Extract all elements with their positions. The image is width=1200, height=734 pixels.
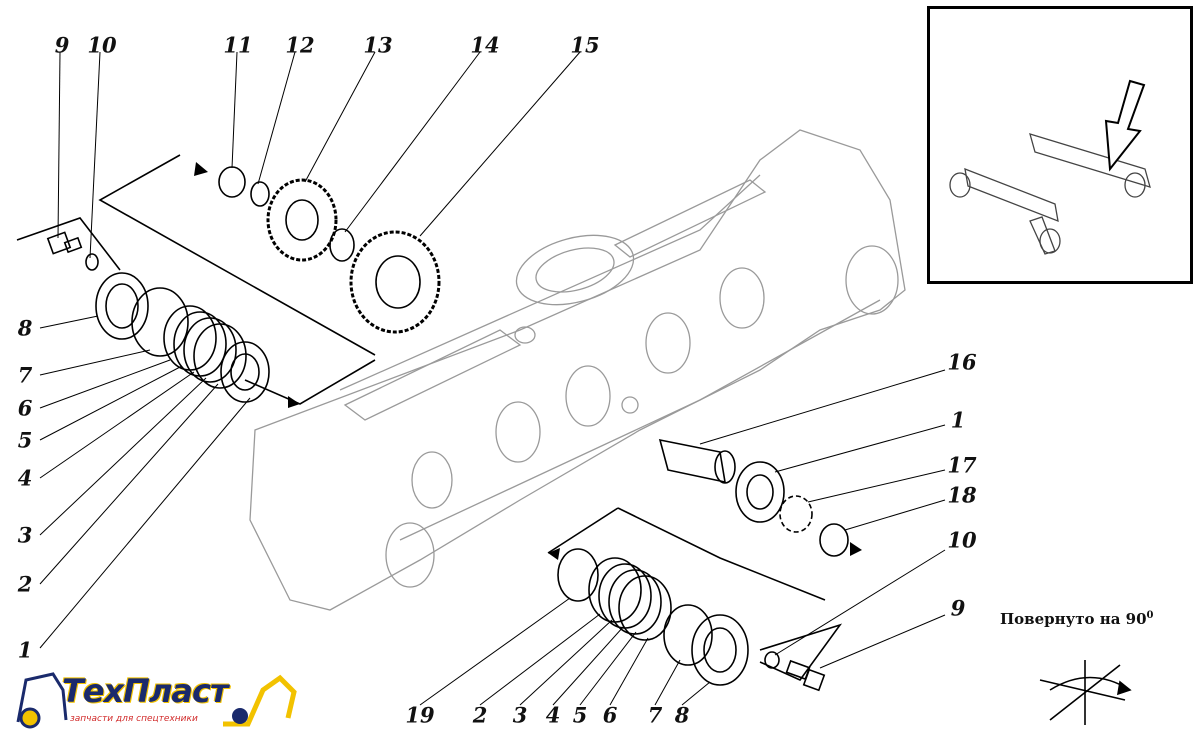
callout-9-lower: 9	[950, 595, 966, 621]
callout-14: 14	[470, 32, 500, 58]
callout-15: 15	[570, 32, 600, 58]
assembly-brackets	[16, 154, 843, 681]
callout-1-left: 1	[17, 637, 33, 663]
leader-lines	[39, 51, 946, 706]
rotation-symbol	[1039, 660, 1132, 725]
callout-3-left: 3	[17, 522, 33, 548]
callout-2-left: 2	[17, 571, 33, 597]
axle-housing	[249, 129, 906, 611]
techplast-logo	[16, 672, 297, 729]
inset-arrow	[1104, 79, 1146, 172]
callout-19: 19	[405, 702, 435, 728]
logo-tagline: запчасти для спецтехники	[70, 714, 198, 724]
callout-8-bottom: 8	[674, 702, 690, 728]
parts-lower	[557, 438, 849, 692]
callout-2-bottom: 2	[472, 702, 488, 728]
callout-16: 16	[947, 349, 977, 375]
callout-11: 11	[223, 32, 253, 58]
callout-18: 18	[947, 482, 977, 508]
callout-3-bottom: 3	[512, 702, 528, 728]
rotation-note: Повернуто на 900	[1000, 610, 1154, 628]
bracket-arrows	[194, 162, 862, 560]
orientation-inset	[927, 6, 1193, 284]
callout-5-bottom: 5	[572, 702, 588, 728]
callout-10-lower: 10	[947, 527, 977, 553]
callout-17: 17	[947, 452, 977, 478]
callout-9-upper: 9	[54, 32, 70, 58]
callout-10-upper: 10	[87, 32, 117, 58]
callout-4-left: 4	[17, 465, 33, 491]
callout-6-left: 6	[17, 395, 33, 421]
callout-8-left: 8	[17, 315, 33, 341]
inset-drawing	[949, 79, 1151, 255]
parts-upper	[46, 166, 441, 403]
logo-name: ТехПласт	[62, 672, 228, 710]
callout-5-left: 5	[17, 427, 33, 453]
callout-6-bottom: 6	[602, 702, 618, 728]
callout-1-right: 1	[950, 407, 966, 433]
callout-7-bottom: 7	[647, 702, 663, 728]
callout-13: 13	[363, 32, 393, 58]
callout-12: 12	[285, 32, 315, 58]
callout-7-left: 7	[17, 362, 33, 388]
callout-4-bottom: 4	[545, 702, 561, 728]
